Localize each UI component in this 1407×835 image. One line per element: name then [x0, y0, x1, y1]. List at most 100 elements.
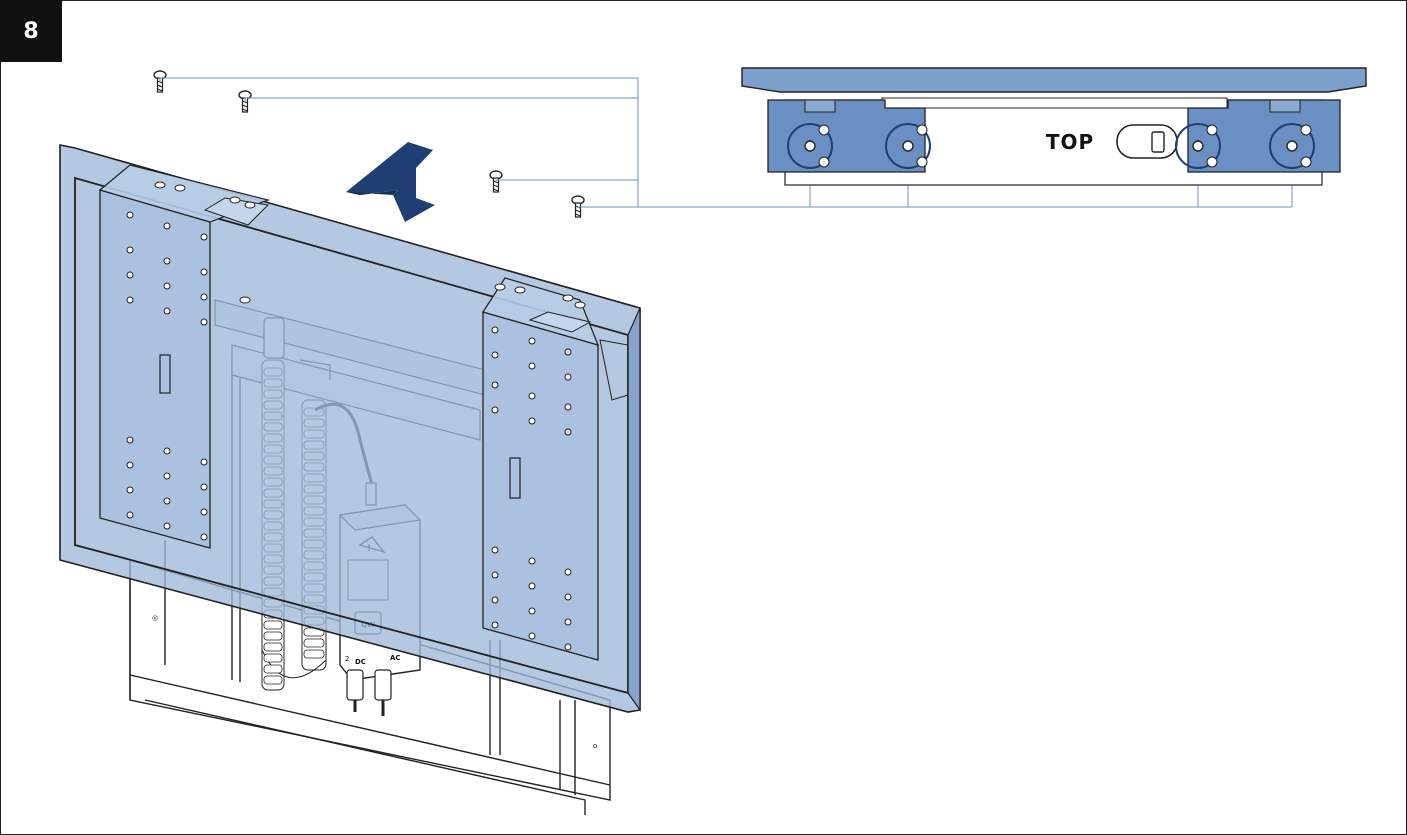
screw-thread — [157, 88, 163, 92]
mount-hole — [804, 140, 816, 152]
bracket-hole — [491, 381, 499, 389]
bracket-hole — [126, 511, 134, 519]
chain-link — [263, 653, 283, 663]
screw-thread — [493, 188, 499, 192]
bracket-hole — [126, 211, 134, 219]
bracket-hole — [200, 293, 208, 301]
bracket-hole — [244, 201, 256, 209]
bracket-hole — [491, 596, 499, 604]
bracket-holes — [126, 181, 586, 651]
bracket-hole — [200, 533, 208, 541]
bracket-hole — [491, 406, 499, 414]
chain-link — [263, 631, 283, 641]
chain-link — [263, 642, 283, 652]
bracket-hole — [564, 348, 572, 356]
bracket-hole — [528, 557, 536, 565]
bracket-hole — [514, 286, 526, 294]
slot-hole — [1300, 124, 1312, 136]
detail-screw-marker — [1175, 123, 1221, 169]
bracket-hole — [229, 196, 241, 204]
bracket-hole — [491, 351, 499, 359]
chain-link — [263, 620, 283, 630]
slot-hole — [1206, 156, 1218, 168]
screw-thread — [157, 84, 163, 88]
chain-link — [303, 638, 325, 648]
bracket-hole — [163, 282, 171, 290]
bracket-hole — [564, 643, 572, 651]
bracket-hole — [491, 326, 499, 334]
cabinet-mark-left: ◎ — [152, 614, 158, 622]
slot-hole — [916, 124, 928, 136]
marker-circle — [787, 123, 833, 169]
screw-thread — [575, 209, 581, 213]
detail-screw-markers — [787, 123, 1315, 169]
port-label-dc: DC — [355, 658, 366, 666]
marker-circle — [885, 123, 931, 169]
bracket-hole — [562, 294, 574, 302]
bracket-hole — [126, 296, 134, 304]
bracket-hole — [163, 522, 171, 530]
bracket-hole — [126, 271, 134, 279]
chain-link — [303, 649, 325, 659]
detail-screw-marker — [1269, 123, 1315, 169]
bracket-hole — [528, 607, 536, 615]
bracket-hole — [200, 318, 208, 326]
top-label: TOP — [1046, 130, 1094, 154]
detail-screw-marker — [787, 123, 833, 169]
detail-screw-marker — [885, 123, 931, 169]
bracket-hole — [126, 246, 134, 254]
screw-icon — [571, 195, 585, 218]
port-label-2: 2 — [345, 655, 349, 663]
chain-link — [263, 675, 283, 685]
bracket-hole — [163, 472, 171, 480]
bracket-hole — [163, 222, 171, 230]
screws — [153, 70, 585, 218]
mount-hole — [902, 140, 914, 152]
lock-slot — [1116, 124, 1178, 159]
bracket-hole — [528, 362, 536, 370]
bracket-hole — [528, 632, 536, 640]
detail-view: TOP — [741, 67, 1367, 186]
bracket-hole — [494, 283, 506, 291]
slot-hole — [1206, 124, 1218, 136]
screw-thread — [493, 184, 499, 188]
bracket-hole — [491, 546, 499, 554]
slot-hole — [818, 156, 830, 168]
slot-hole — [916, 156, 928, 168]
bracket-hole — [491, 571, 499, 579]
bracket-hole — [528, 582, 536, 590]
screw-thread — [575, 213, 581, 217]
bracket-hole — [126, 461, 134, 469]
screw-thread — [242, 104, 248, 108]
mounting-bracket-left — [98, 164, 270, 549]
bracket-hole — [491, 621, 499, 629]
port-label-ac: AC — [390, 654, 401, 662]
screw-icon — [153, 70, 167, 93]
bracket-hole — [528, 417, 536, 425]
bracket-hole — [163, 497, 171, 505]
step-number-badge: 8 — [0, 0, 62, 62]
slot-hole — [818, 124, 830, 136]
bracket-hole — [564, 403, 572, 411]
bracket-hole — [574, 301, 586, 309]
power-plugs — [346, 669, 392, 716]
bracket-hole — [154, 181, 166, 189]
bracket-hole — [564, 373, 572, 381]
bracket-hole — [163, 447, 171, 455]
marker-circle — [1269, 123, 1315, 169]
bracket-hole — [126, 486, 134, 494]
bracket-hole — [163, 307, 171, 315]
bracket-hole — [200, 458, 208, 466]
cabinet-mark-right: o — [593, 742, 597, 750]
bracket-hole — [239, 296, 251, 304]
slot-hole — [1300, 156, 1312, 168]
bracket-hole — [200, 268, 208, 276]
bracket-hole — [200, 233, 208, 241]
chain-link — [263, 664, 283, 674]
bracket-hole — [200, 483, 208, 491]
bracket-hole — [174, 184, 186, 192]
marker-circle — [1175, 123, 1221, 169]
bracket-hole — [564, 428, 572, 436]
bracket-hole — [564, 568, 572, 576]
